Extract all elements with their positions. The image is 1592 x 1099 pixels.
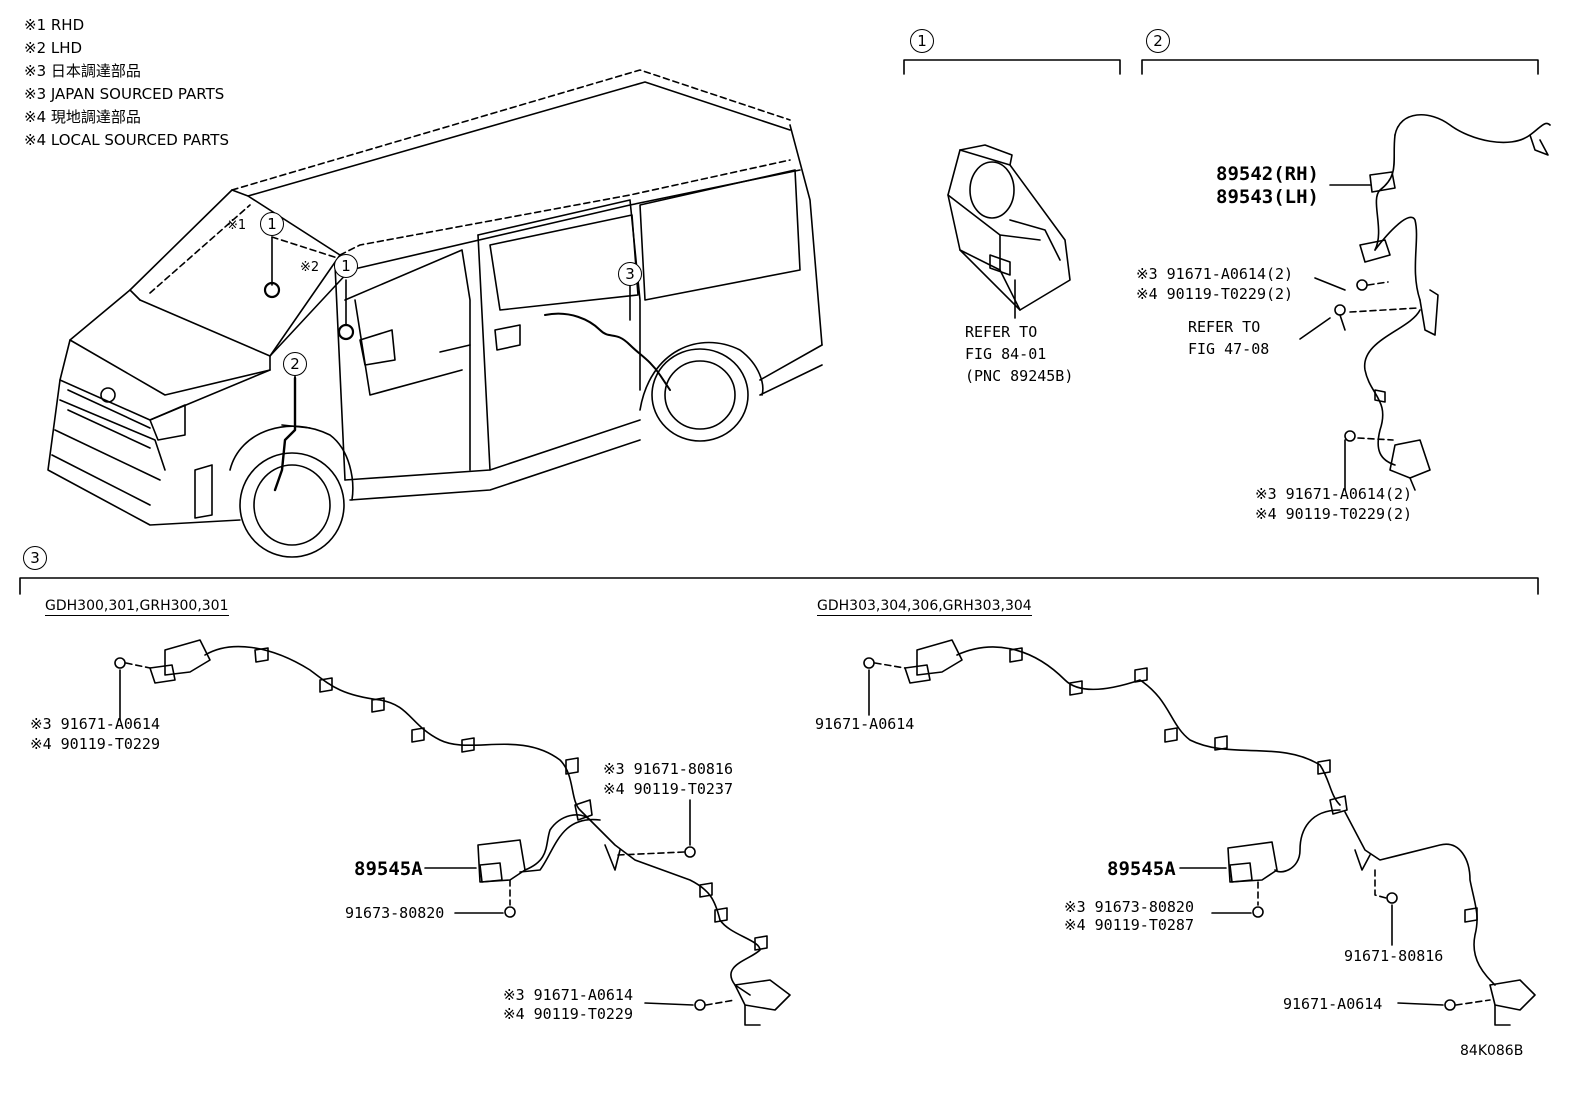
bolt-label[interactable]: ※3 91671-A0614 [30,715,160,733]
legend-item: ※1 RHD [24,16,85,34]
section3-bracket [19,577,1539,595]
legend-item: ※4 現地調達部品 [24,108,141,126]
section2-bracket [1141,59,1539,75]
legend-item: ※3 日本調達部品 [24,62,141,80]
refer-line: REFER TO [965,323,1038,341]
callout-2[interactable]: 2 [283,352,307,376]
bolt-label[interactable]: ※3 91671-A0614(2) [1136,265,1294,283]
callout-1-rhd[interactable]: 1 [260,212,284,236]
refer-line: FIG 47-08 [1188,340,1270,358]
legend-item: ※4 LOCAL SOURCED PARTS [24,131,229,149]
callout-3[interactable]: 3 [618,262,642,286]
bolt-label[interactable]: 91673-80820 [345,904,445,922]
model-label: GDH300,301,GRH300,301 [45,598,229,616]
rhd-note: ※1 [227,218,247,233]
bolt-label[interactable]: ※4 90119-T0229(2) [1255,505,1413,523]
legend-item: ※2 LHD [24,39,83,57]
refer-line: REFER TO [1188,318,1261,336]
refer-line: (PNC 89245B) [965,367,1074,385]
part-number[interactable]: 89545A [354,858,423,880]
rear-harness-right-drawing [863,639,1536,1026]
legend: ※1 RHD ※2 LHD ※3 日本調達部品 ※3 JAPAN SOURCED… [24,14,229,152]
refer-line: FIG 84-01 [965,345,1047,363]
section-1-number[interactable]: 1 [910,29,934,53]
rear-harness-left-drawing [114,639,791,1026]
section-2-number[interactable]: 2 [1146,29,1170,53]
callout-1-lhd[interactable]: 1 [334,254,358,278]
bolt-label[interactable]: 91671-80816 [1344,947,1444,965]
model-label: GDH303,304,306,GRH303,304 [817,598,1032,616]
bolt-label[interactable]: ※3 91673-80820 [1064,898,1194,916]
bolt-label[interactable]: ※3 91671-80816 [603,760,733,778]
bolt-label[interactable]: 91671-A0614 [815,715,915,733]
bolt-label[interactable]: ※4 90119-T0229 [503,1005,633,1023]
bolt-label[interactable]: ※4 90119-T0229(2) [1136,285,1294,303]
bolt-label[interactable]: 91671-A0614 [1283,995,1383,1013]
part-number[interactable]: 89545A [1107,858,1176,880]
bolt-label[interactable]: ※3 91671-A0614 [503,986,633,1004]
bolt-label[interactable]: ※4 90119-T0229 [30,735,160,753]
part-number-lh[interactable]: 89543(LH) [1216,186,1319,208]
legend-item: ※3 JAPAN SOURCED PARTS [24,85,225,103]
section1-bracket [903,59,1121,75]
lhd-note: ※2 [300,260,320,275]
section-3-number[interactable]: 3 [23,546,47,570]
figure-id: 84K086B [1460,1043,1524,1059]
van-illustration [47,69,823,558]
part-number-rh[interactable]: 89542(RH) [1216,163,1319,185]
bolt-label[interactable]: ※4 90119-T0237 [603,780,733,798]
front-speed-sensor-drawing [1299,113,1551,491]
bolt-label[interactable]: ※4 90119-T0287 [1064,916,1194,934]
ecu-module-drawing [947,144,1071,319]
bolt-label[interactable]: ※3 91671-A0614(2) [1255,485,1413,503]
